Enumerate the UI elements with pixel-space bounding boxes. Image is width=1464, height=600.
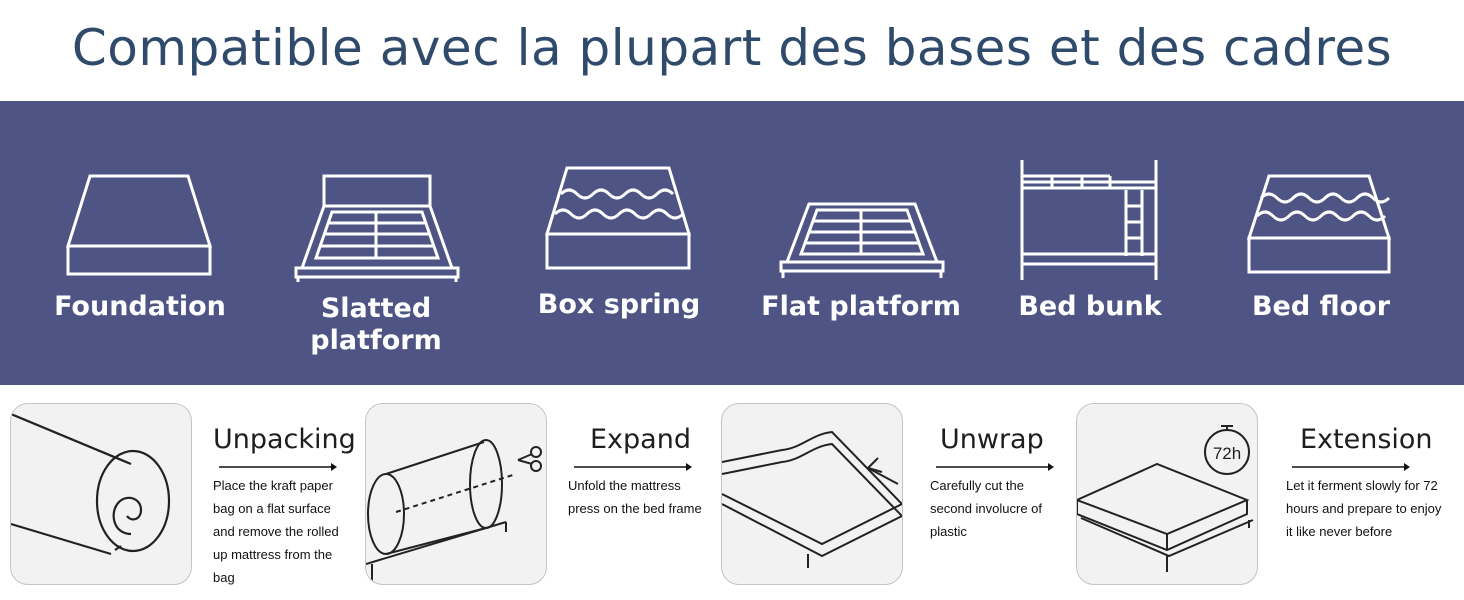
step-expand: Expand Unfold the mattress press on the … — [568, 420, 713, 516]
base-label: Box spring — [537, 289, 701, 320]
unwrap-image — [721, 403, 903, 585]
step-description: Carefully cut the second involucre of pl… — [930, 478, 1043, 539]
step-title: Unwrap — [940, 424, 1044, 455]
step-description: Place the kraft paper bag on a flat surf… — [213, 478, 339, 585]
base-label: Foundation — [54, 291, 226, 322]
arrow-right-icon — [936, 463, 1054, 471]
roll-on-frame-icon — [366, 439, 542, 584]
step-description: Let it ferment slowly for 72 hours and p… — [1286, 478, 1442, 539]
page-title: Compatible avec la plupart des bases et … — [71, 19, 1393, 77]
step-unpacking: Unpacking Place the kraft paper bag on a… — [213, 420, 356, 585]
mattress-timer-icon: 72h — [1077, 425, 1254, 572]
arrow-right-icon — [574, 463, 692, 471]
base-box-spring: Box spring — [499, 101, 739, 385]
step-title: Extension — [1300, 424, 1433, 455]
base-label: Slatted platform — [310, 293, 442, 356]
unpacking-image — [10, 403, 192, 585]
base-bed-bunk: Bed bunk — [970, 101, 1210, 385]
extension-image: 72h — [1076, 403, 1258, 585]
step-extension: Extension Let it ferment slowly for 72 h… — [1286, 420, 1446, 539]
unfolding-mattress-icon — [722, 430, 902, 568]
arrow-right-icon — [1292, 463, 1410, 471]
step-title: Unpacking — [213, 424, 356, 455]
rolled-mattress-icon — [11, 412, 171, 556]
base-label: Bed floor — [1251, 291, 1391, 322]
base-label: Bed bunk — [1018, 291, 1162, 322]
base-flat-platform: Flat platform — [741, 101, 981, 385]
box-spring-icon — [544, 166, 692, 270]
slatted-platform-icon — [294, 174, 460, 282]
bed-floor-icon — [1246, 174, 1392, 274]
step-unwrap: Unwrap Carefully cut the second involucr… — [930, 420, 1080, 539]
arrow-right-icon — [219, 463, 337, 471]
base-slatted-platform: Slatted platform — [256, 101, 496, 385]
base-bed-floor: Bed floor — [1201, 101, 1441, 385]
foundation-icon — [65, 174, 213, 276]
base-label: Flat platform — [761, 291, 961, 322]
step-description: Unfold the mattress press on the bed fra… — [568, 478, 702, 516]
bases-band: Foundation Slatted platform — [0, 101, 1464, 385]
timer-label: 72h — [1213, 444, 1241, 463]
bed-bunk-icon — [1020, 160, 1158, 280]
expand-image — [365, 403, 547, 585]
flat-platform-icon — [779, 202, 945, 278]
step-title: Expand — [590, 424, 691, 455]
base-foundation: Foundation — [20, 101, 260, 385]
